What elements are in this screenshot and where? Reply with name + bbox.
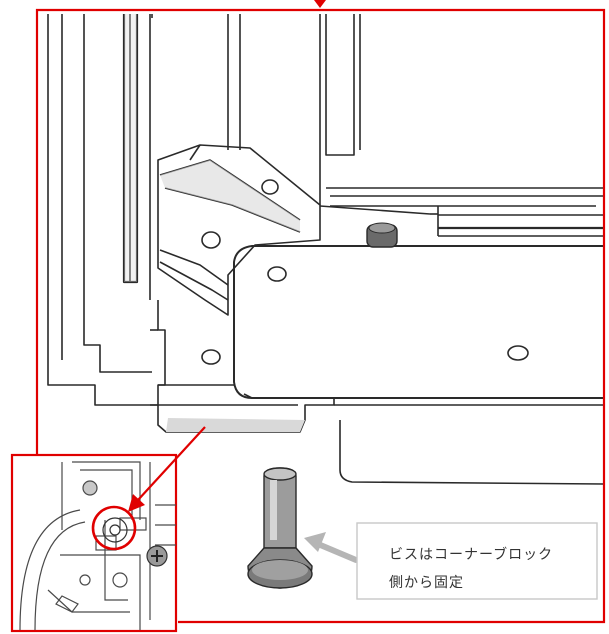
bolt-head-icon — [366, 222, 398, 248]
main-view-highlight-frame — [35, 8, 606, 624]
leader-arrow-icon — [128, 426, 206, 512]
inset-highlight-circle — [91, 505, 137, 551]
note-box — [356, 522, 598, 600]
top-pointer-arrow-icon — [314, 0, 326, 8]
shading — [124, 14, 305, 432]
inset-hole-icon — [102, 517, 128, 543]
gray-arrow-icon — [304, 532, 359, 563]
inset-screw-head-icon — [146, 545, 168, 567]
note-text: ビスはコーナーブロック 側から固定 — [357, 523, 597, 599]
flat-head-screw-icon — [247, 467, 313, 589]
note-line-2: 側から固定 — [389, 575, 464, 591]
note-line-1: ビスはコーナーブロック — [389, 547, 554, 563]
inset-detail-view — [10, 453, 178, 633]
